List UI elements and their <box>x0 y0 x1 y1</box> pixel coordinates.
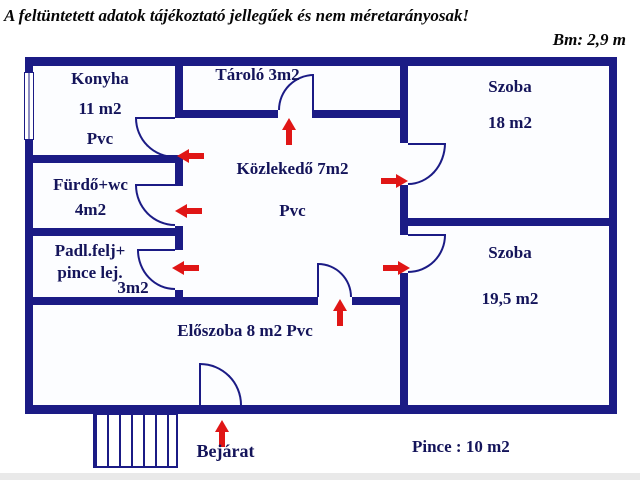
padlas-line2: pince lej. <box>57 263 123 282</box>
szoba195-door-arrow-icon <box>382 261 410 275</box>
room-label-kozlekedo: Közlekedő 7m2 Pvc <box>200 158 385 222</box>
wall-konyha-bottom <box>25 155 183 163</box>
szoba18-name: Szoba <box>488 77 532 96</box>
wall-rooms-right-2 <box>400 185 408 235</box>
wall-hall-left-3 <box>175 226 183 250</box>
furdo-name: Fürdő+wc <box>53 175 128 194</box>
szoba195-area: 19,5 m2 <box>481 289 539 308</box>
wall-rooms-right-3 <box>400 273 408 405</box>
szoba195-door-leaf <box>408 234 446 236</box>
cellar-label: Pince : 10 m2 <box>412 437 510 456</box>
wall-outer-right <box>609 57 617 414</box>
ceiling-height-label: Bm: 2,9 m <box>552 30 626 49</box>
konyha-window <box>24 72 34 140</box>
wall-hall-left-2 <box>175 158 183 186</box>
room-label-konyha: Konyha 11 m2 Pvc <box>30 64 170 154</box>
kozlekedo-door-leaf <box>317 263 319 297</box>
room-label-eloszoba: Előszoba 8 m2 Pvc <box>177 321 313 340</box>
bejarat-door-leaf <box>199 363 201 405</box>
entrance-label: Bejárat <box>196 441 255 461</box>
room-label-padlas: Padl.felj+ pince lej. <box>30 240 150 284</box>
padlas-door-arrow-icon <box>172 261 200 275</box>
konyha-area: 11 m2 <box>78 99 122 118</box>
wall-outer-top <box>25 57 617 66</box>
kozlekedo-door-arrow-icon <box>333 299 347 327</box>
szoba18-door-leaf <box>408 143 446 145</box>
kozlekedo-floor: Pvc <box>279 201 306 220</box>
disclaimer-text: A feltüntetett adatok tájékoztató jelleg… <box>4 6 470 25</box>
szoba195-name: Szoba <box>488 243 532 262</box>
wall-hall-left-1 <box>175 57 183 118</box>
tarolo-door-arrow-icon <box>282 118 296 146</box>
room-label-szoba195: Szoba 19,5 m2 <box>420 242 600 310</box>
wall-outer-left-upper <box>25 57 33 72</box>
room-label-szoba18: Szoba 18 m2 <box>420 76 600 134</box>
wall-szoba-divider <box>400 218 617 226</box>
padlas-door-leaf <box>137 249 175 251</box>
wall-eloszoba-top-left <box>25 297 318 305</box>
konyha-door-leaf <box>135 117 175 119</box>
wall-tarolo-bottom-left <box>183 110 278 118</box>
room-label-tarolo: Tároló 3m2 <box>215 65 300 84</box>
furdo-door-leaf <box>135 184 175 186</box>
wall-outer-left-lower <box>25 140 33 414</box>
photo-bottom-edge <box>0 473 640 480</box>
konyha-name: Konyha <box>71 69 129 88</box>
furdo-area: 4m2 <box>74 200 107 219</box>
wall-rooms-right-1 <box>400 57 408 143</box>
entrance-stairs <box>93 413 178 468</box>
furdo-door-arrow-icon <box>175 204 203 218</box>
wall-eloszoba-top-right <box>352 297 408 305</box>
padlas-area: 3m2 <box>117 278 149 297</box>
szoba18-area: 18 m2 <box>488 113 532 132</box>
room-label-furdo: Fürdő+wc 4m2 <box>28 172 153 222</box>
konyha-floor: Pvc <box>86 129 114 148</box>
wall-outer-bottom <box>25 405 617 414</box>
tarolo-door-leaf <box>312 74 314 110</box>
bejarat-arrow-icon <box>215 420 229 448</box>
wall-furdo-bottom <box>25 228 183 236</box>
kozlekedo-name: Közlekedő 7m2 <box>236 159 349 178</box>
padlas-line1: Padl.felj+ <box>54 241 126 260</box>
wall-tarolo-bottom-right <box>312 110 408 118</box>
